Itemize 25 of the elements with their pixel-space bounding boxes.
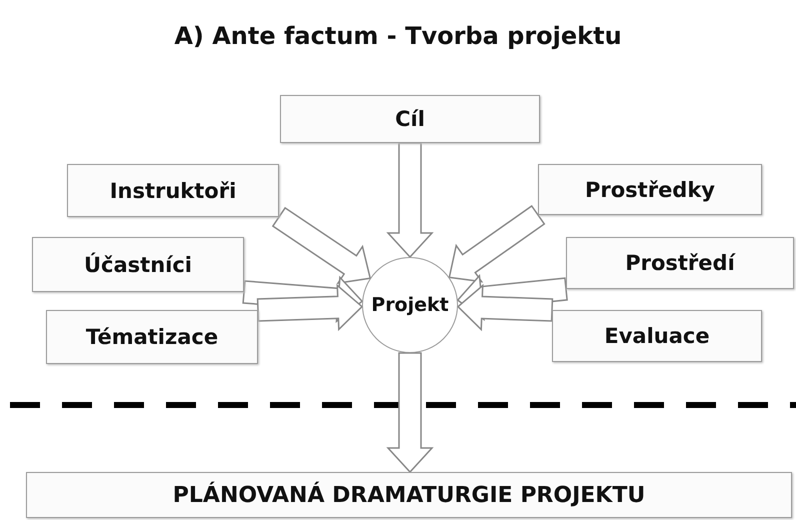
diagram-title: A) Ante factum - Tvorba projektu (174, 22, 622, 50)
process-box (32, 237, 244, 292)
process-box (280, 95, 540, 143)
box-label: Tématizace (86, 325, 218, 349)
process-box (538, 164, 762, 215)
process-box (552, 310, 762, 362)
process-box (26, 472, 792, 518)
box-label: Prostředky (585, 178, 715, 202)
box-label: PLÁNOVANÁ DRAMATURGIE PROJEKTU (172, 482, 646, 508)
box-label: Projekt (371, 294, 449, 316)
block-arrow (386, 142, 434, 258)
process-box (67, 164, 279, 217)
box-label: Instruktoři (110, 178, 236, 202)
block-arrow (272, 206, 372, 284)
block-arrow (448, 204, 546, 283)
box-label: Evaluace (604, 324, 710, 348)
block-arrow (256, 284, 364, 332)
project-circle (362, 257, 458, 353)
box-label: Cíl (395, 107, 425, 131)
process-box (46, 310, 258, 364)
block-arrow (386, 352, 434, 474)
box-label: Účastníci (84, 252, 192, 276)
block-arrow (456, 284, 554, 332)
process-box (566, 237, 794, 289)
box-label: Prostředí (625, 251, 735, 275)
